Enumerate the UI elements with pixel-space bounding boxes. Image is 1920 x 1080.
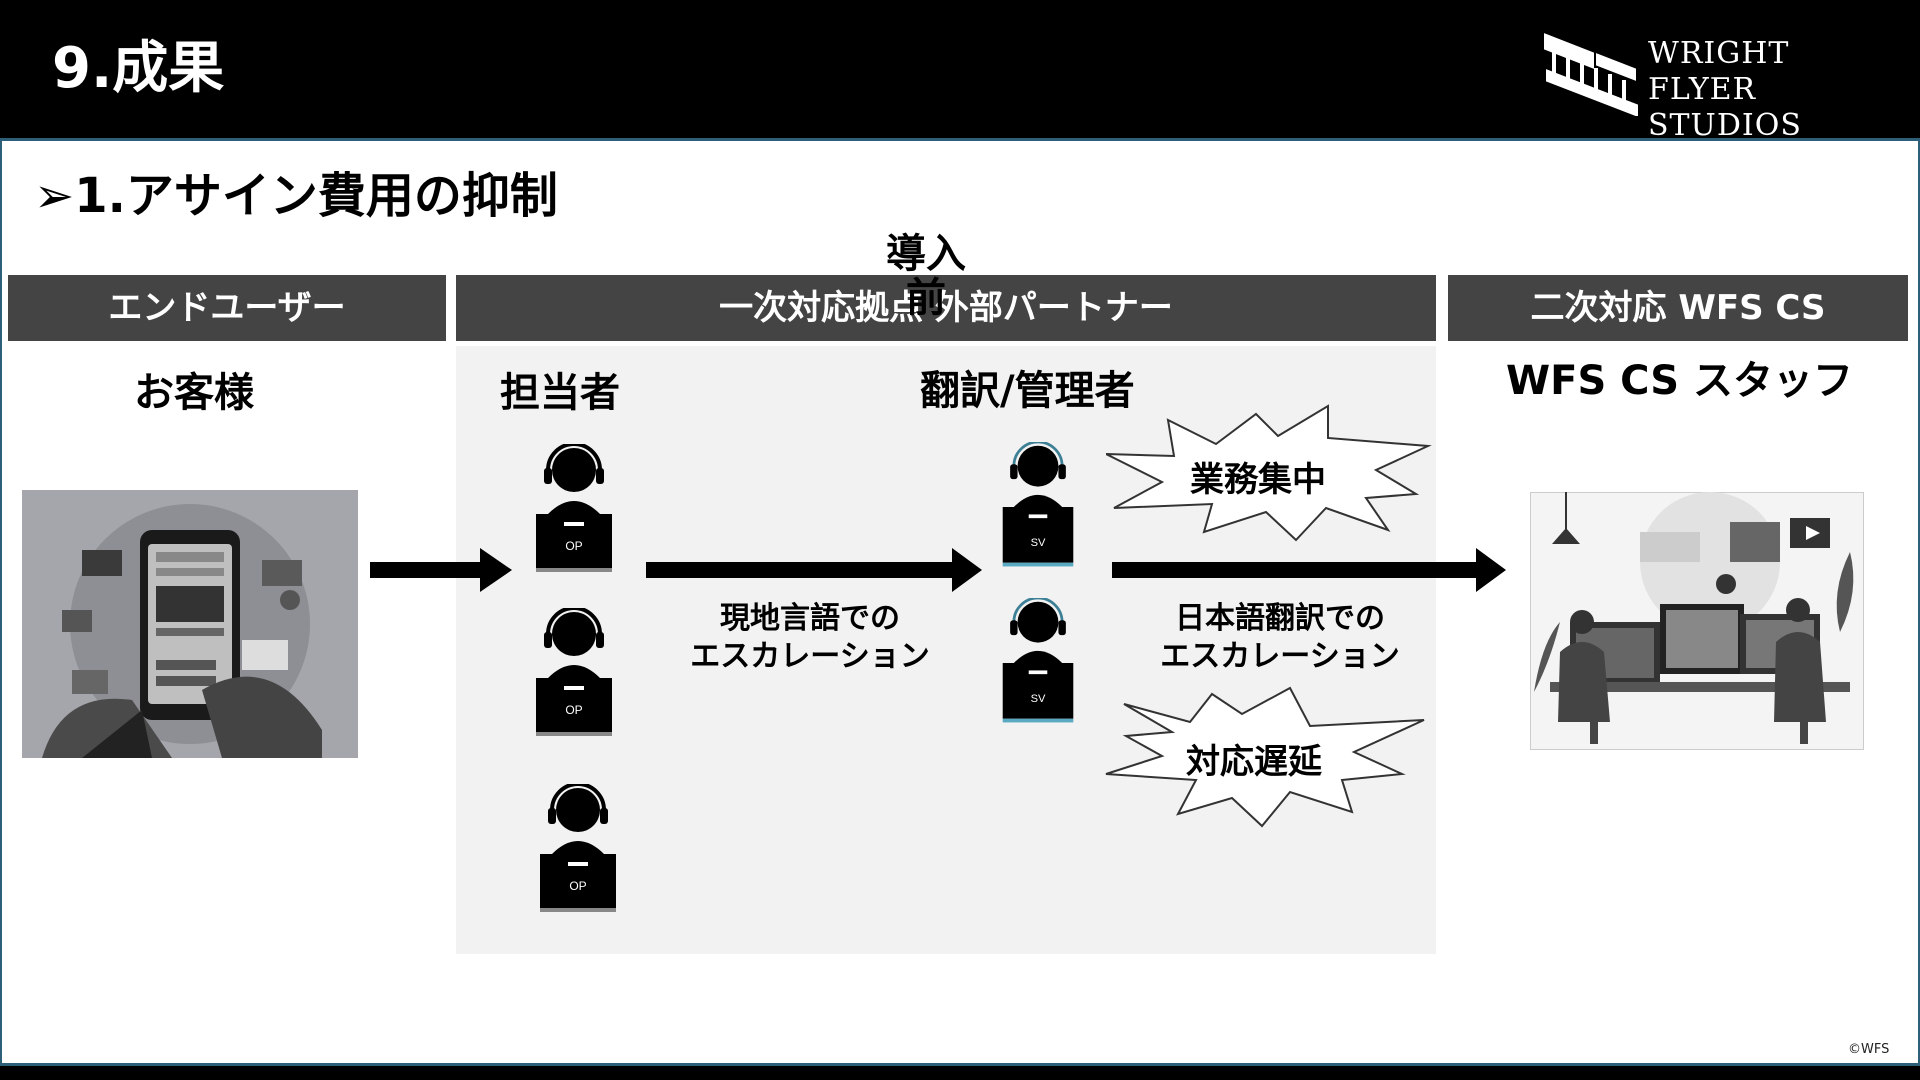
caption-local-escalation: 現地言語での エスカレーション — [690, 601, 930, 674]
burst-text-bottom: 対応遅延 — [1186, 742, 1322, 782]
section-subtitle: ➢1.アサイン費用の抑制 — [34, 168, 558, 224]
footer-divider — [0, 1063, 1920, 1066]
band-end-user: エンドユーザー — [8, 275, 446, 341]
biplane-logo-icon — [1544, 33, 1638, 116]
arrow-customer-to-operator — [370, 548, 512, 592]
company-logo: WRIGHT FLYER STUDIOS — [1540, 26, 1900, 143]
burst-text-top: 業務集中 — [1190, 460, 1326, 500]
band-primary-partner: 一次対応拠点 外部パートナー — [456, 275, 1436, 341]
operator-agent-icon: OP — [536, 444, 612, 572]
role-supervisor: 翻訳/管理者 — [920, 368, 1135, 414]
burst-shape — [1105, 404, 1432, 542]
caption-japanese-escalation: 日本語翻訳での エスカレーション — [1160, 601, 1400, 674]
role-customer: お客様 — [134, 370, 254, 416]
operator-agent-icon: OP — [536, 608, 612, 736]
slide-border-left — [0, 141, 2, 1063]
supervisor-badge: SV — [1031, 693, 1046, 705]
page-title: 9.成果 — [52, 36, 225, 101]
operator-badge: OP — [565, 539, 582, 553]
slide-border-right — [1918, 141, 1920, 1063]
state-label-before: 導入前 — [886, 231, 966, 321]
logo-text-line1: WRIGHT FLYER — [1648, 36, 1790, 107]
footer-bar — [0, 1066, 1920, 1080]
burst-shape — [1105, 686, 1425, 828]
burst-workload-concentration: 業務集中 — [1105, 400, 1432, 550]
header-divider — [0, 138, 1920, 141]
supervisor-agent-icon: SV — [1002, 442, 1074, 567]
supervisor-badge: SV — [1031, 537, 1046, 549]
logo-text-line2: STUDIOS — [1648, 108, 1802, 143]
operator-badge: OP — [569, 879, 586, 893]
header-bar: 9.成果 WRIGHT FLYER STUDIOS — [0, 0, 1920, 143]
customer-smartphone-illustration — [22, 490, 358, 758]
supervisor-agent-icon: SV — [1002, 598, 1074, 723]
cs-staff-office-illustration — [1530, 492, 1864, 750]
burst-response-delay: 対応遅延 — [1102, 680, 1428, 830]
role-cs-staff: WFS CS スタッフ — [1506, 358, 1854, 404]
operator-badge: OP — [565, 703, 582, 717]
copyright-text: ©WFS — [1848, 1042, 1890, 1057]
arrow-operator-to-supervisor — [646, 548, 982, 592]
operator-agent-icon: OP — [540, 784, 616, 912]
arrow-supervisor-to-cs — [1112, 548, 1506, 592]
band-secondary-wfs-cs: 二次対応 WFS CS — [1448, 275, 1908, 341]
role-operator: 担当者 — [500, 370, 620, 416]
